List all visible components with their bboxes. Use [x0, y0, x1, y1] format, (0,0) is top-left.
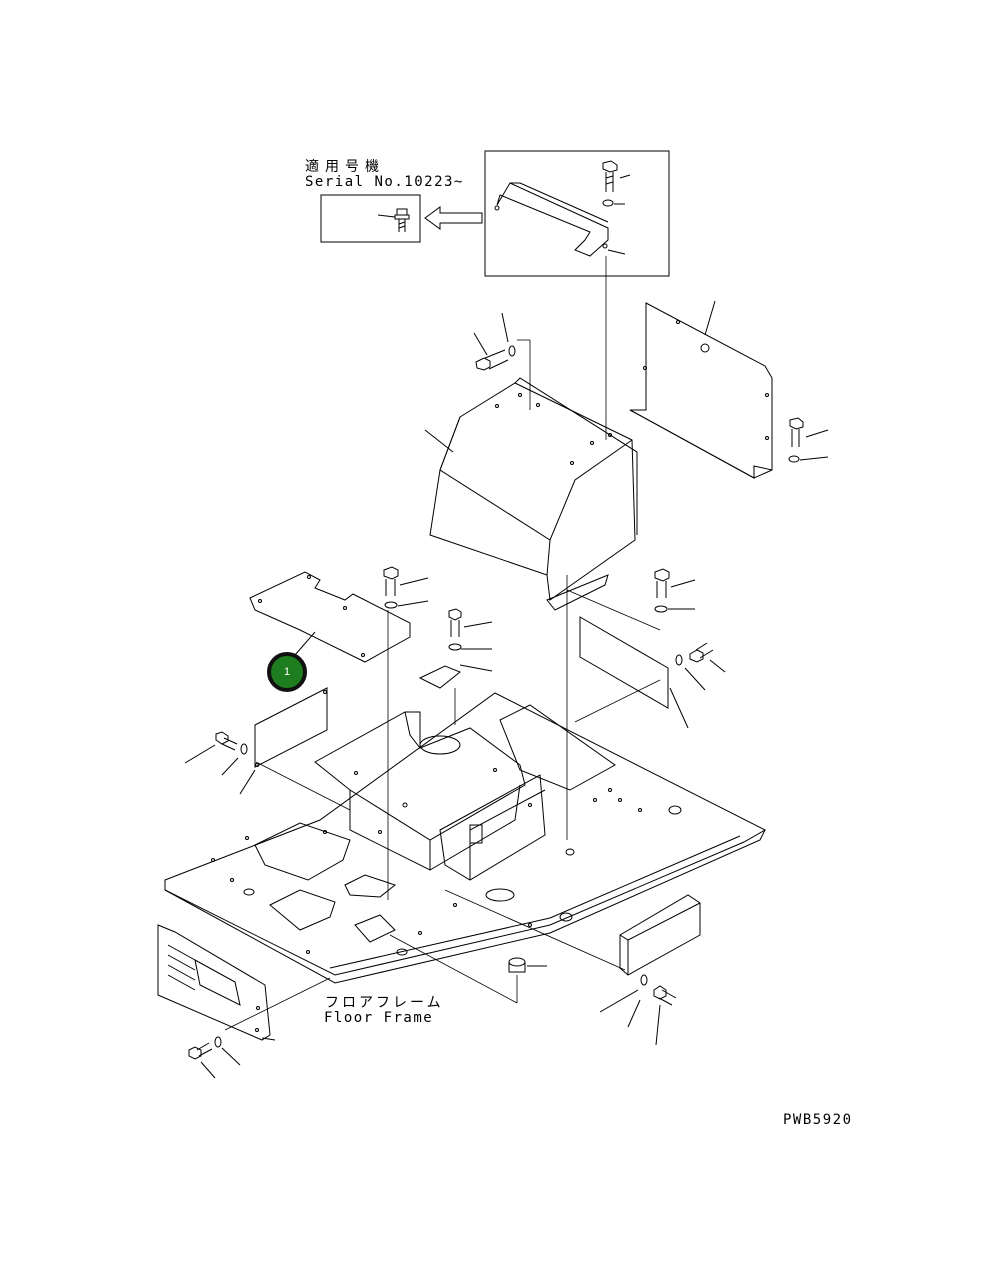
center-hood: [425, 313, 637, 610]
detail-box: [485, 151, 669, 440]
rear-grille-cover: [158, 925, 330, 1078]
rubber-plug: [390, 935, 547, 1003]
serial-inset-box: [321, 195, 420, 242]
floor-frame-label-japanese: フロアフレーム: [325, 995, 444, 1011]
side-cover-plate: [630, 301, 828, 478]
floor-frame-plate: [165, 693, 765, 983]
left-panel-plate: [185, 688, 350, 810]
rear-right-plate: [575, 617, 725, 728]
drawing-code: PWB5920: [783, 1112, 853, 1128]
serial-note-japanese: 適用号機: [305, 159, 385, 175]
seat-stand: [315, 712, 545, 880]
callout-number: 1: [283, 666, 291, 678]
center-bolts: [384, 567, 695, 900]
arrow-left-icon: [425, 207, 482, 229]
floor-frame-label-english: Floor Frame: [324, 1010, 434, 1026]
front-cover: [445, 890, 700, 1045]
serial-note-number: Serial No.10223~: [305, 174, 464, 190]
floor-mat: [250, 572, 410, 662]
callout-1[interactable]: 1: [267, 652, 307, 692]
inset-bolt-icon: [378, 209, 409, 232]
